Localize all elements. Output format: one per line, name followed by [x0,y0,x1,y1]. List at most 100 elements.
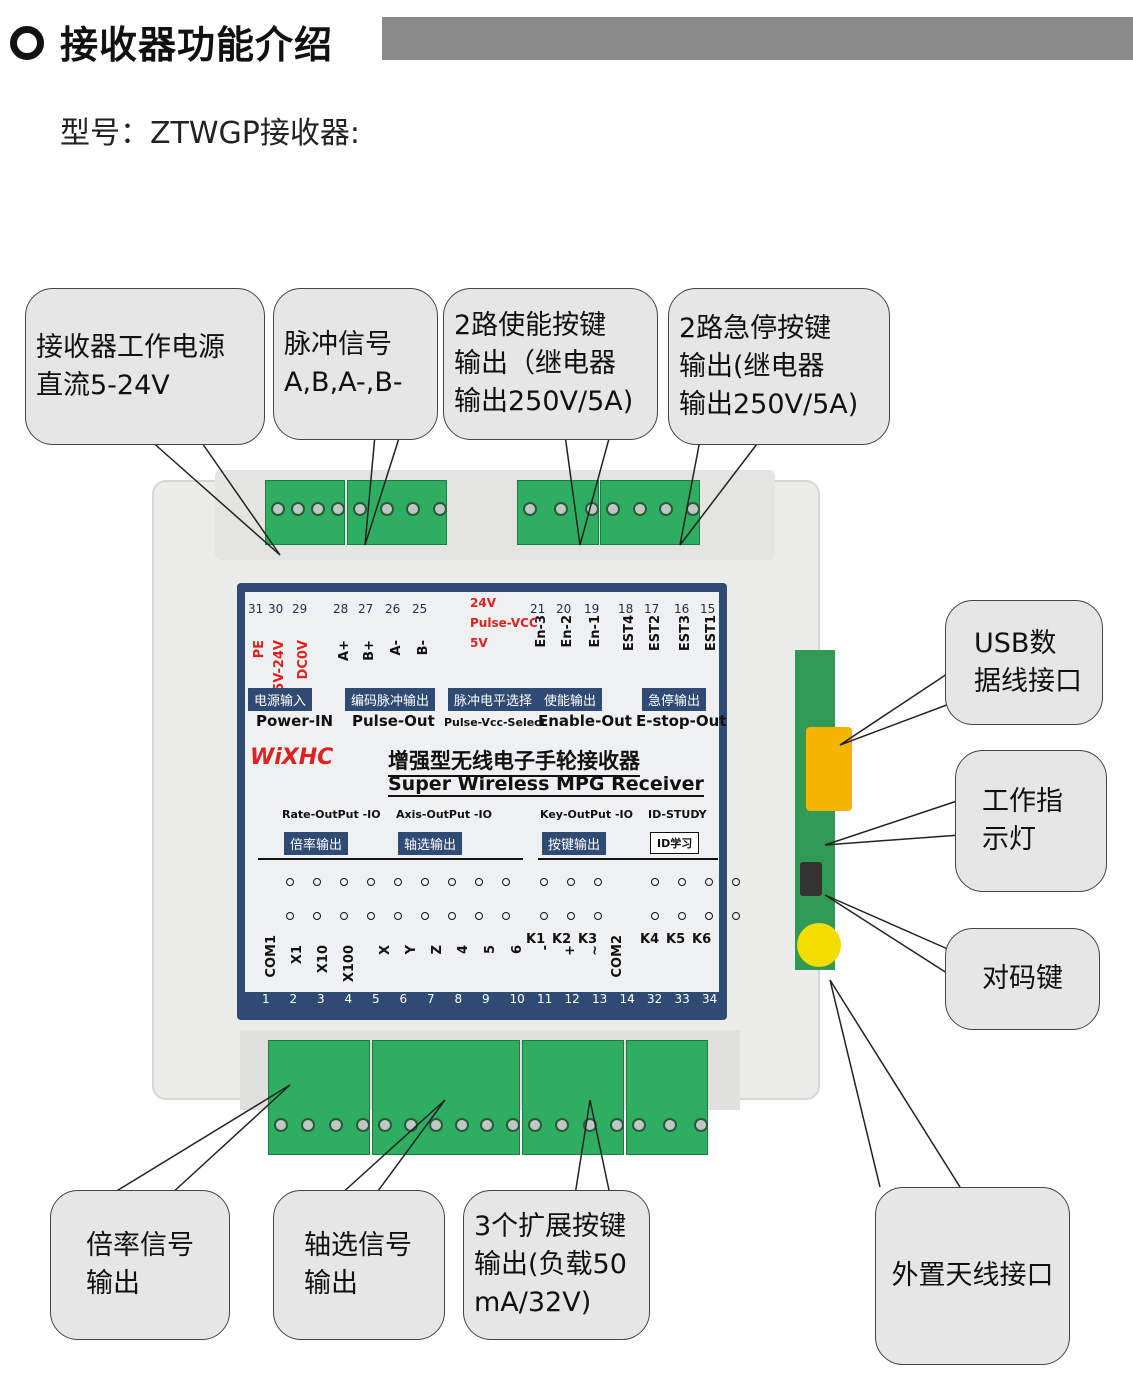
label-panel-inner [245,592,719,992]
group-label: Power-IN [256,712,334,730]
switch-contact-icon [732,878,740,886]
terminal-number: 16 [674,602,690,616]
screw-icon [406,502,421,516]
group-label: Pulse-Vcc-Select [444,716,546,729]
model-label: 型号：ZTWGP接收器: [60,116,360,151]
terminal-number: 33 [674,992,690,1006]
product-name-en: Super Wireless MPG Receiver [388,773,704,797]
antenna-connector[interactable] [797,923,841,967]
vcc-option: 5V [470,636,488,650]
switch-contact-icon [594,878,602,886]
screw-icon [274,1118,288,1132]
terminal-number: 30 [268,602,284,616]
switch-contact-icon [448,912,456,920]
terminal-number: 34 [702,992,718,1006]
key-label: K5 [666,932,686,947]
callout-pair: 对码键 [945,928,1100,1030]
screw-icon [694,1118,708,1132]
terminal-number: 21 [530,602,546,616]
terminal-number: 27 [358,602,374,616]
group-tag: 急停输出 [642,688,707,711]
terminal-block [626,1040,708,1155]
screw-icon [663,1118,677,1132]
switch-contact-icon [475,878,483,886]
switch-contact-icon [502,878,510,886]
screw-icon [429,1118,444,1132]
screw-icon [454,1118,469,1132]
terminal-number: 32 [647,992,663,1006]
usb-port[interactable] [806,727,852,811]
screw-icon [610,1118,624,1132]
terminal-number: 13 [592,992,608,1006]
switch-contact-icon [286,912,294,920]
switch-contact-icon [340,912,348,920]
terminal-number: 4 [344,992,353,1006]
group-label: Pulse-Out [352,712,435,730]
switch-contact-icon [678,912,686,920]
key-label: K3 [578,932,598,947]
key-label: K6 [692,932,712,947]
switch-contact-icon [313,912,321,920]
screw-icon [353,502,367,516]
group-tag: 脉冲电平选择 [448,688,539,711]
screw-icon [554,502,568,516]
callout-usb: USB数据线接口 [945,600,1103,725]
terminal-number: 10 [509,992,525,1006]
io-tag: 轴选输出 [398,832,463,855]
group-label: E-stop-Out [636,712,727,730]
terminal-number: 15 [700,602,716,616]
terminal-number: 31 [248,602,264,616]
product-name-cn: 增强型无线电子手轮接收器 [388,745,640,777]
screw-icon [632,1118,646,1132]
terminal-number: 7 [427,992,435,1006]
switch-contact-icon [313,878,321,886]
switch-contact-icon [394,878,402,886]
switch-contact-icon [651,878,659,886]
screw-icon [311,502,325,516]
screw-icon [606,502,620,516]
terminal-number: 28 [333,602,349,616]
terminal-block [372,1040,520,1155]
callout-power: 接收器工作电源直流5-24V [25,288,265,445]
terminal-number: 2 [289,992,298,1006]
terminal-number: 1 [262,992,270,1006]
switch-contact-icon [367,878,375,886]
switch-contact-icon [421,912,429,920]
terminal-number: 25 [412,602,428,616]
screw-icon [555,1118,570,1132]
terminal-number: 11 [537,992,553,1006]
group-tag: 编码脉冲输出 [345,688,436,711]
key-label: K1 [526,932,546,947]
header-circle-icon [10,26,44,60]
group-label: Enable-Out [538,712,632,730]
io-label: Axis-OutPut -IO [396,808,492,821]
switch-contact-icon [594,912,602,920]
vcc-option: 24V [470,596,496,610]
terminal-number: 19 [584,602,600,616]
screw-icon [480,1118,495,1132]
switch-contact-icon [340,878,348,886]
brand-logo: WiXHC [250,745,334,770]
terminal-number: 20 [556,602,572,616]
switch-contact-icon [540,912,548,920]
switch-contact-icon [394,912,402,920]
switch-contact-icon [705,912,713,920]
switch-contact-icon [540,878,548,886]
screw-icon [301,1118,316,1132]
pair-button[interactable] [800,862,822,896]
terminal-block [268,1040,370,1155]
switch-contact-icon [502,912,510,920]
io-tag: 倍率输出 [284,832,349,855]
switch-contact-icon [448,878,456,886]
io-tag: ID学习 [650,832,700,854]
terminal-number: 12 [564,992,580,1006]
io-tag: 按键输出 [542,832,607,855]
switch-contact-icon [286,878,294,886]
terminal-number: 6 [399,992,408,1006]
io-label: Rate-OutPut -IO [282,808,381,821]
group-tag: 使能输出 [538,688,603,711]
bus-line [538,858,718,860]
header-bar [382,17,1133,60]
